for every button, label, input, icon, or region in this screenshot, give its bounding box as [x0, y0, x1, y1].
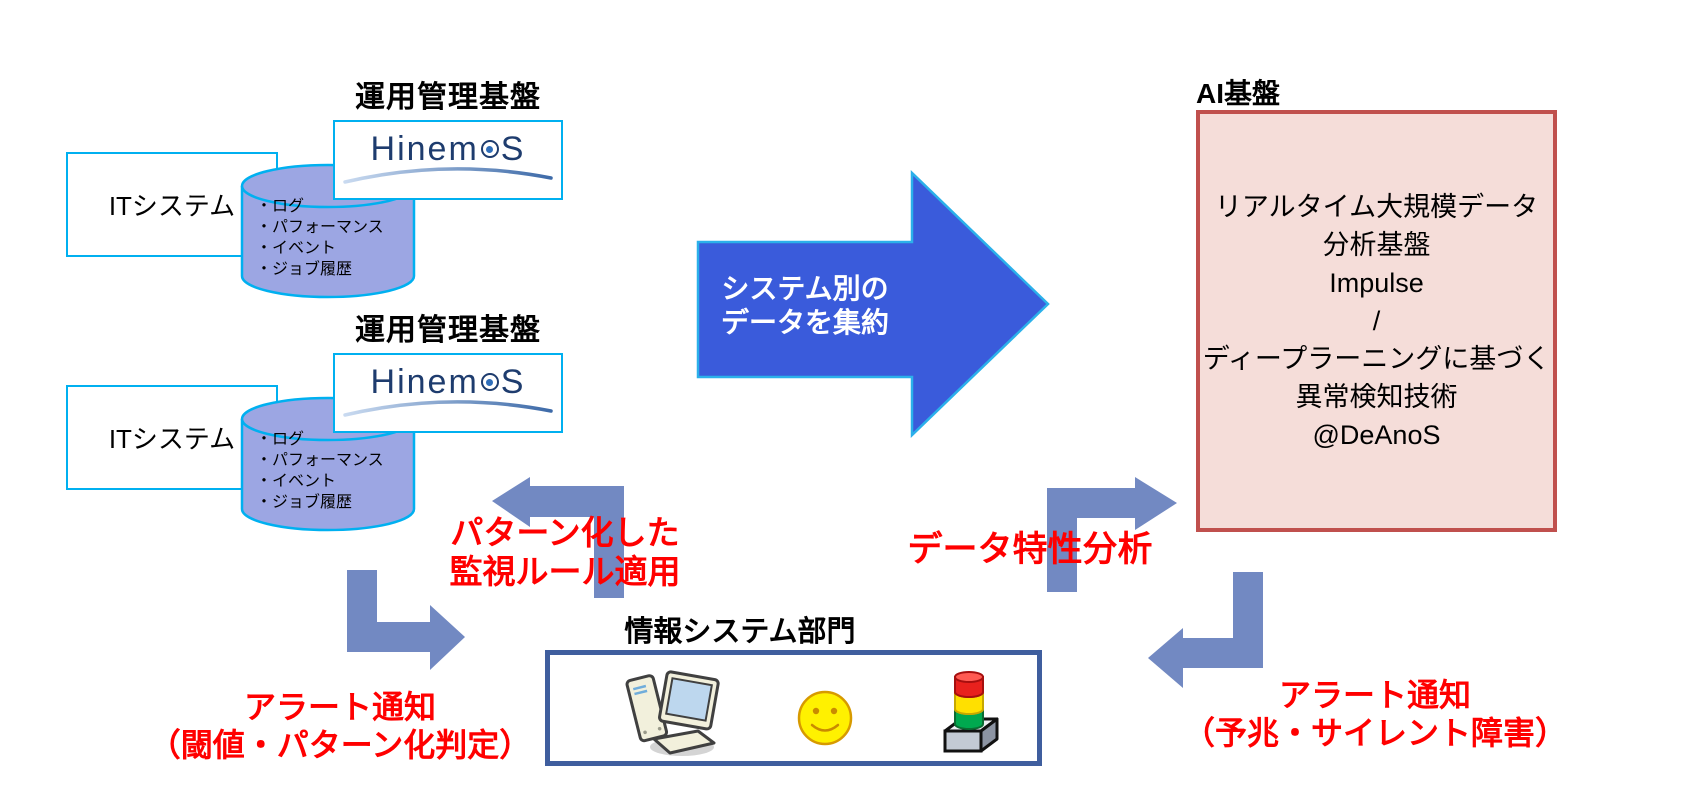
alert-right-arrow [1148, 572, 1263, 688]
data-item: ・ログ [256, 431, 305, 448]
ai-platform-title: AI基盤 [1196, 78, 1281, 109]
pattern-rule-label-line2: 監視ルール適用 [449, 553, 681, 590]
alert-threshold-label-line1: アラート通知 [243, 689, 436, 725]
hinemos-box: Hinem S [333, 120, 563, 200]
alert-left-arrow [347, 570, 465, 670]
data-item: ・パフォーマンス [256, 219, 384, 236]
data-item: ・イベント [256, 473, 337, 490]
alert-prediction-label: アラート通知 （予兆・サイレント障害） [1145, 676, 1605, 752]
data-item: ・パフォーマンス [256, 452, 384, 469]
dept-box [545, 650, 1042, 766]
ai-platform-box: リアルタイム大規模データ 分析基盤 Impulse / ディープラーニングに基づ… [1196, 110, 1557, 532]
hinemos-o-icon [480, 373, 499, 391]
data-item: ・ログ [256, 198, 305, 215]
hinemos-logo-text: S [500, 363, 526, 401]
hinemos-logo-text: Hinem [370, 130, 479, 168]
pattern-rule-label-line1: パターン化した [450, 514, 680, 551]
aggregate-arrow-label: システム別の データを集約 [690, 272, 920, 340]
pattern-rule-label: パターン化した 監視ルール適用 [420, 513, 710, 591]
data-item: ・ジョブ履歴 [256, 261, 353, 278]
collected-data-list: ・ログ ・パフォーマンス ・イベント ・ジョブ履歴 [256, 429, 384, 513]
alert-threshold-label-line2: （閾値・パターン化判定） [148, 727, 532, 763]
aggregate-arrow-label-line2: データを集約 [720, 307, 889, 338]
data-item: ・イベント [256, 240, 337, 257]
smiley-icon [797, 690, 853, 746]
it-system-label: ITシステム [108, 424, 236, 454]
alert-threshold-label: アラート通知 （閾値・パターン化判定） [110, 688, 570, 764]
ops-group-2: 運用管理基盤 ITシステム ・ログ ・パフォーマンス ・イベント ・ジョブ履歴 … [0, 233, 600, 543]
ops-platform-title: 運用管理基盤 [355, 81, 541, 114]
hinemos-swoosh-icon [343, 167, 553, 184]
collected-data-list: ・ログ ・パフォーマンス ・イベント ・ジョブ履歴 [256, 196, 384, 280]
ai-platform-line: リアルタイム大規模データ [1214, 192, 1539, 222]
ops-group-1: 運用管理基盤 ITシステム ・ログ ・パフォーマンス ・イベント ・ジョブ履歴 … [0, 0, 600, 310]
alert-prediction-label-line1: アラート通知 [1278, 677, 1471, 713]
ai-platform-line: / [1372, 306, 1381, 336]
hinemos-swoosh-icon [343, 400, 553, 417]
computer-icon [625, 670, 720, 756]
ai-platform-line: 分析基盤 [1322, 230, 1431, 260]
ai-platform-line: ディープラーニングに基づく [1202, 344, 1551, 374]
aggregate-arrow-label-line1: システム別の [721, 273, 889, 304]
hinemos-o-icon [480, 140, 499, 158]
ai-platform-line: @DeAnoS [1312, 420, 1441, 450]
hinemos-logo-text: Hinem [370, 363, 479, 401]
ai-platform-line: 異常検知技術 [1295, 382, 1458, 412]
data-analysis-arrow [1047, 477, 1177, 592]
hinemos-box: Hinem S [333, 353, 563, 433]
alert-prediction-label-line2: （予兆・サイレント障害） [1182, 715, 1567, 751]
hinemos-logo-text: S [500, 130, 526, 168]
hinemos-logo: Hinem S [370, 363, 526, 401]
aggregate-arrow [696, 170, 1050, 438]
signal-tower-icon [943, 671, 999, 753]
data-analysis-label: データ特性分析 [907, 530, 1153, 569]
it-system-label: ITシステム [108, 191, 236, 221]
hinemos-logo: Hinem S [370, 130, 526, 168]
ops-platform-title: 運用管理基盤 [355, 314, 541, 347]
pattern-rule-arrow [492, 477, 624, 598]
dept-title: 情報システム部門 [624, 616, 856, 648]
ai-platform-line: Impulse [1329, 268, 1424, 298]
data-item: ・ジョブ履歴 [256, 494, 353, 511]
